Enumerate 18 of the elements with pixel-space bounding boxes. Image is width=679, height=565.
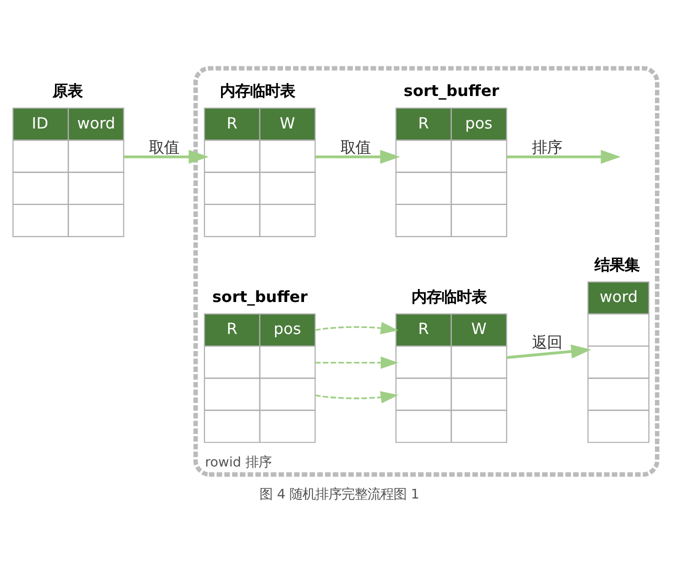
arrow <box>315 356 398 368</box>
node-label: 内存临时表 <box>411 288 486 306</box>
edge-label: 返回 <box>532 332 562 351</box>
arrow <box>315 149 400 164</box>
arrow <box>315 390 398 403</box>
node-label: sort_buffer <box>212 288 308 306</box>
caption: 图 4 随机排序完整流程图 1 <box>260 486 420 502</box>
edge-label: 取值 <box>149 138 180 156</box>
edge-label: 取值 <box>340 138 371 156</box>
arrow <box>506 344 592 358</box>
node-label: sort_buffer <box>404 82 500 100</box>
node-label: 结果集 <box>594 255 640 274</box>
edge-label: 排序 <box>532 138 562 156</box>
arrow <box>124 149 209 164</box>
arrow <box>506 149 621 164</box>
arrow <box>315 321 398 334</box>
node-label: 内存临时表 <box>220 82 295 100</box>
node-label: 原表 <box>52 82 82 100</box>
